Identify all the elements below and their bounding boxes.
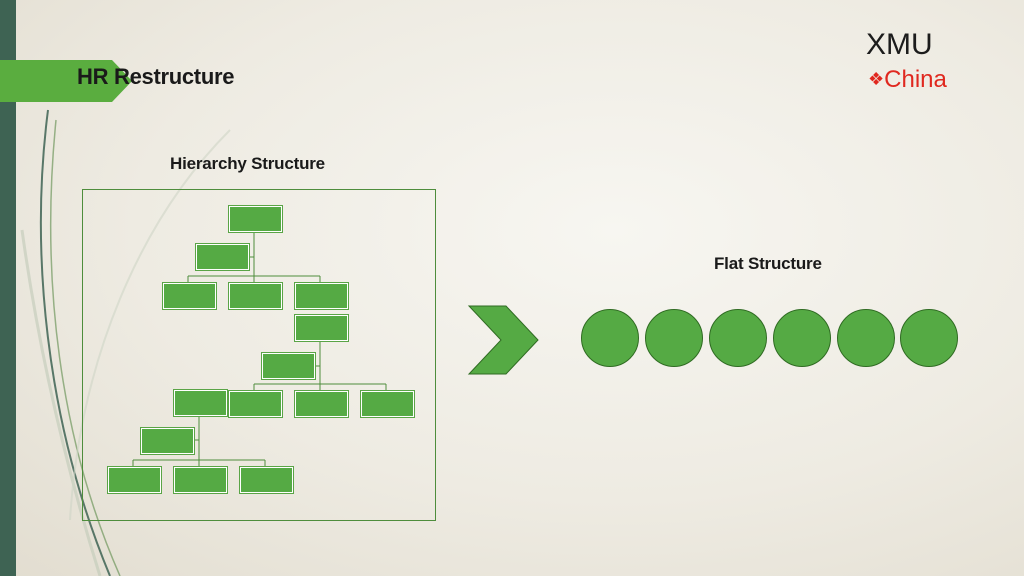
org-node xyxy=(229,391,282,417)
hierarchy-frame xyxy=(82,189,436,521)
org-node-assistant xyxy=(262,353,315,379)
org-node-ceo xyxy=(229,206,282,232)
flat-node xyxy=(837,309,895,367)
org-node xyxy=(229,283,282,309)
org-node xyxy=(174,390,227,416)
flat-node xyxy=(773,309,831,367)
org-node xyxy=(295,283,348,309)
org-node xyxy=(174,467,227,493)
org-node xyxy=(108,467,161,493)
flat-node xyxy=(709,309,767,367)
org-node-assistant xyxy=(141,428,194,454)
diamond-bullet-icon: ❖ xyxy=(868,69,885,89)
title-tab xyxy=(0,60,132,102)
flat-node xyxy=(581,309,639,367)
org-node xyxy=(361,391,414,417)
org-node xyxy=(163,283,216,309)
org-node-assistant xyxy=(196,244,249,270)
flat-node xyxy=(900,309,958,367)
org-node xyxy=(295,315,348,341)
slide-side-bar xyxy=(0,0,16,576)
org-node xyxy=(295,391,348,417)
slide-title: HR Restructure xyxy=(77,64,235,89)
brand-sub-text: China xyxy=(884,66,947,93)
brand-name: XMU xyxy=(866,28,933,61)
flat-caption: Flat Structure xyxy=(714,254,822,273)
hierarchy-caption: Hierarchy Structure xyxy=(170,154,325,173)
brand-subtitle: ❖China xyxy=(868,66,947,94)
flat-node xyxy=(645,309,703,367)
org-node xyxy=(240,467,293,493)
